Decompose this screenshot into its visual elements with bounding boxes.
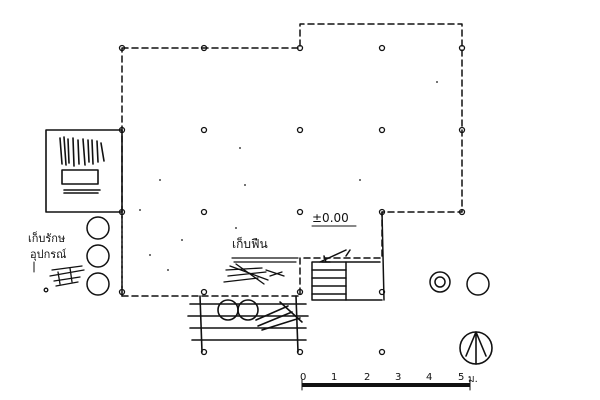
scale-tick-0: 0 <box>300 372 306 383</box>
floor-storage-label: เก็บฟืน <box>232 236 268 251</box>
scale-tick-1: 1 <box>331 372 337 383</box>
column-grid <box>118 44 466 356</box>
wood-pile-left <box>43 265 85 293</box>
level-mark: ±0.00 <box>312 211 349 225</box>
staircase <box>311 211 385 301</box>
storage-label-line2: อุปกรณ์ <box>30 248 66 261</box>
scale-bar: 0 1 2 3 4 5 ม. <box>300 372 478 391</box>
scale-tick-4: 4 <box>426 372 432 383</box>
scale-tick-5: 5 <box>458 372 464 383</box>
floor-texture-dots <box>139 81 438 271</box>
storage-label-line1: เก็บรักษ <box>28 231 65 245</box>
firewood-center <box>223 263 285 285</box>
scale-unit: ม. <box>468 374 478 385</box>
floor-storage-underline <box>231 257 299 263</box>
building-outline <box>121 23 463 297</box>
storage-cabinet <box>45 129 123 213</box>
scale-tick-2: 2 <box>364 372 370 383</box>
deck-platform <box>187 295 309 353</box>
round-pots <box>86 216 110 296</box>
scale-bar-graphic <box>302 383 470 387</box>
right-round-features <box>429 271 490 296</box>
north-arrow-icon <box>459 331 493 365</box>
scale-tick-3: 3 <box>395 372 401 383</box>
